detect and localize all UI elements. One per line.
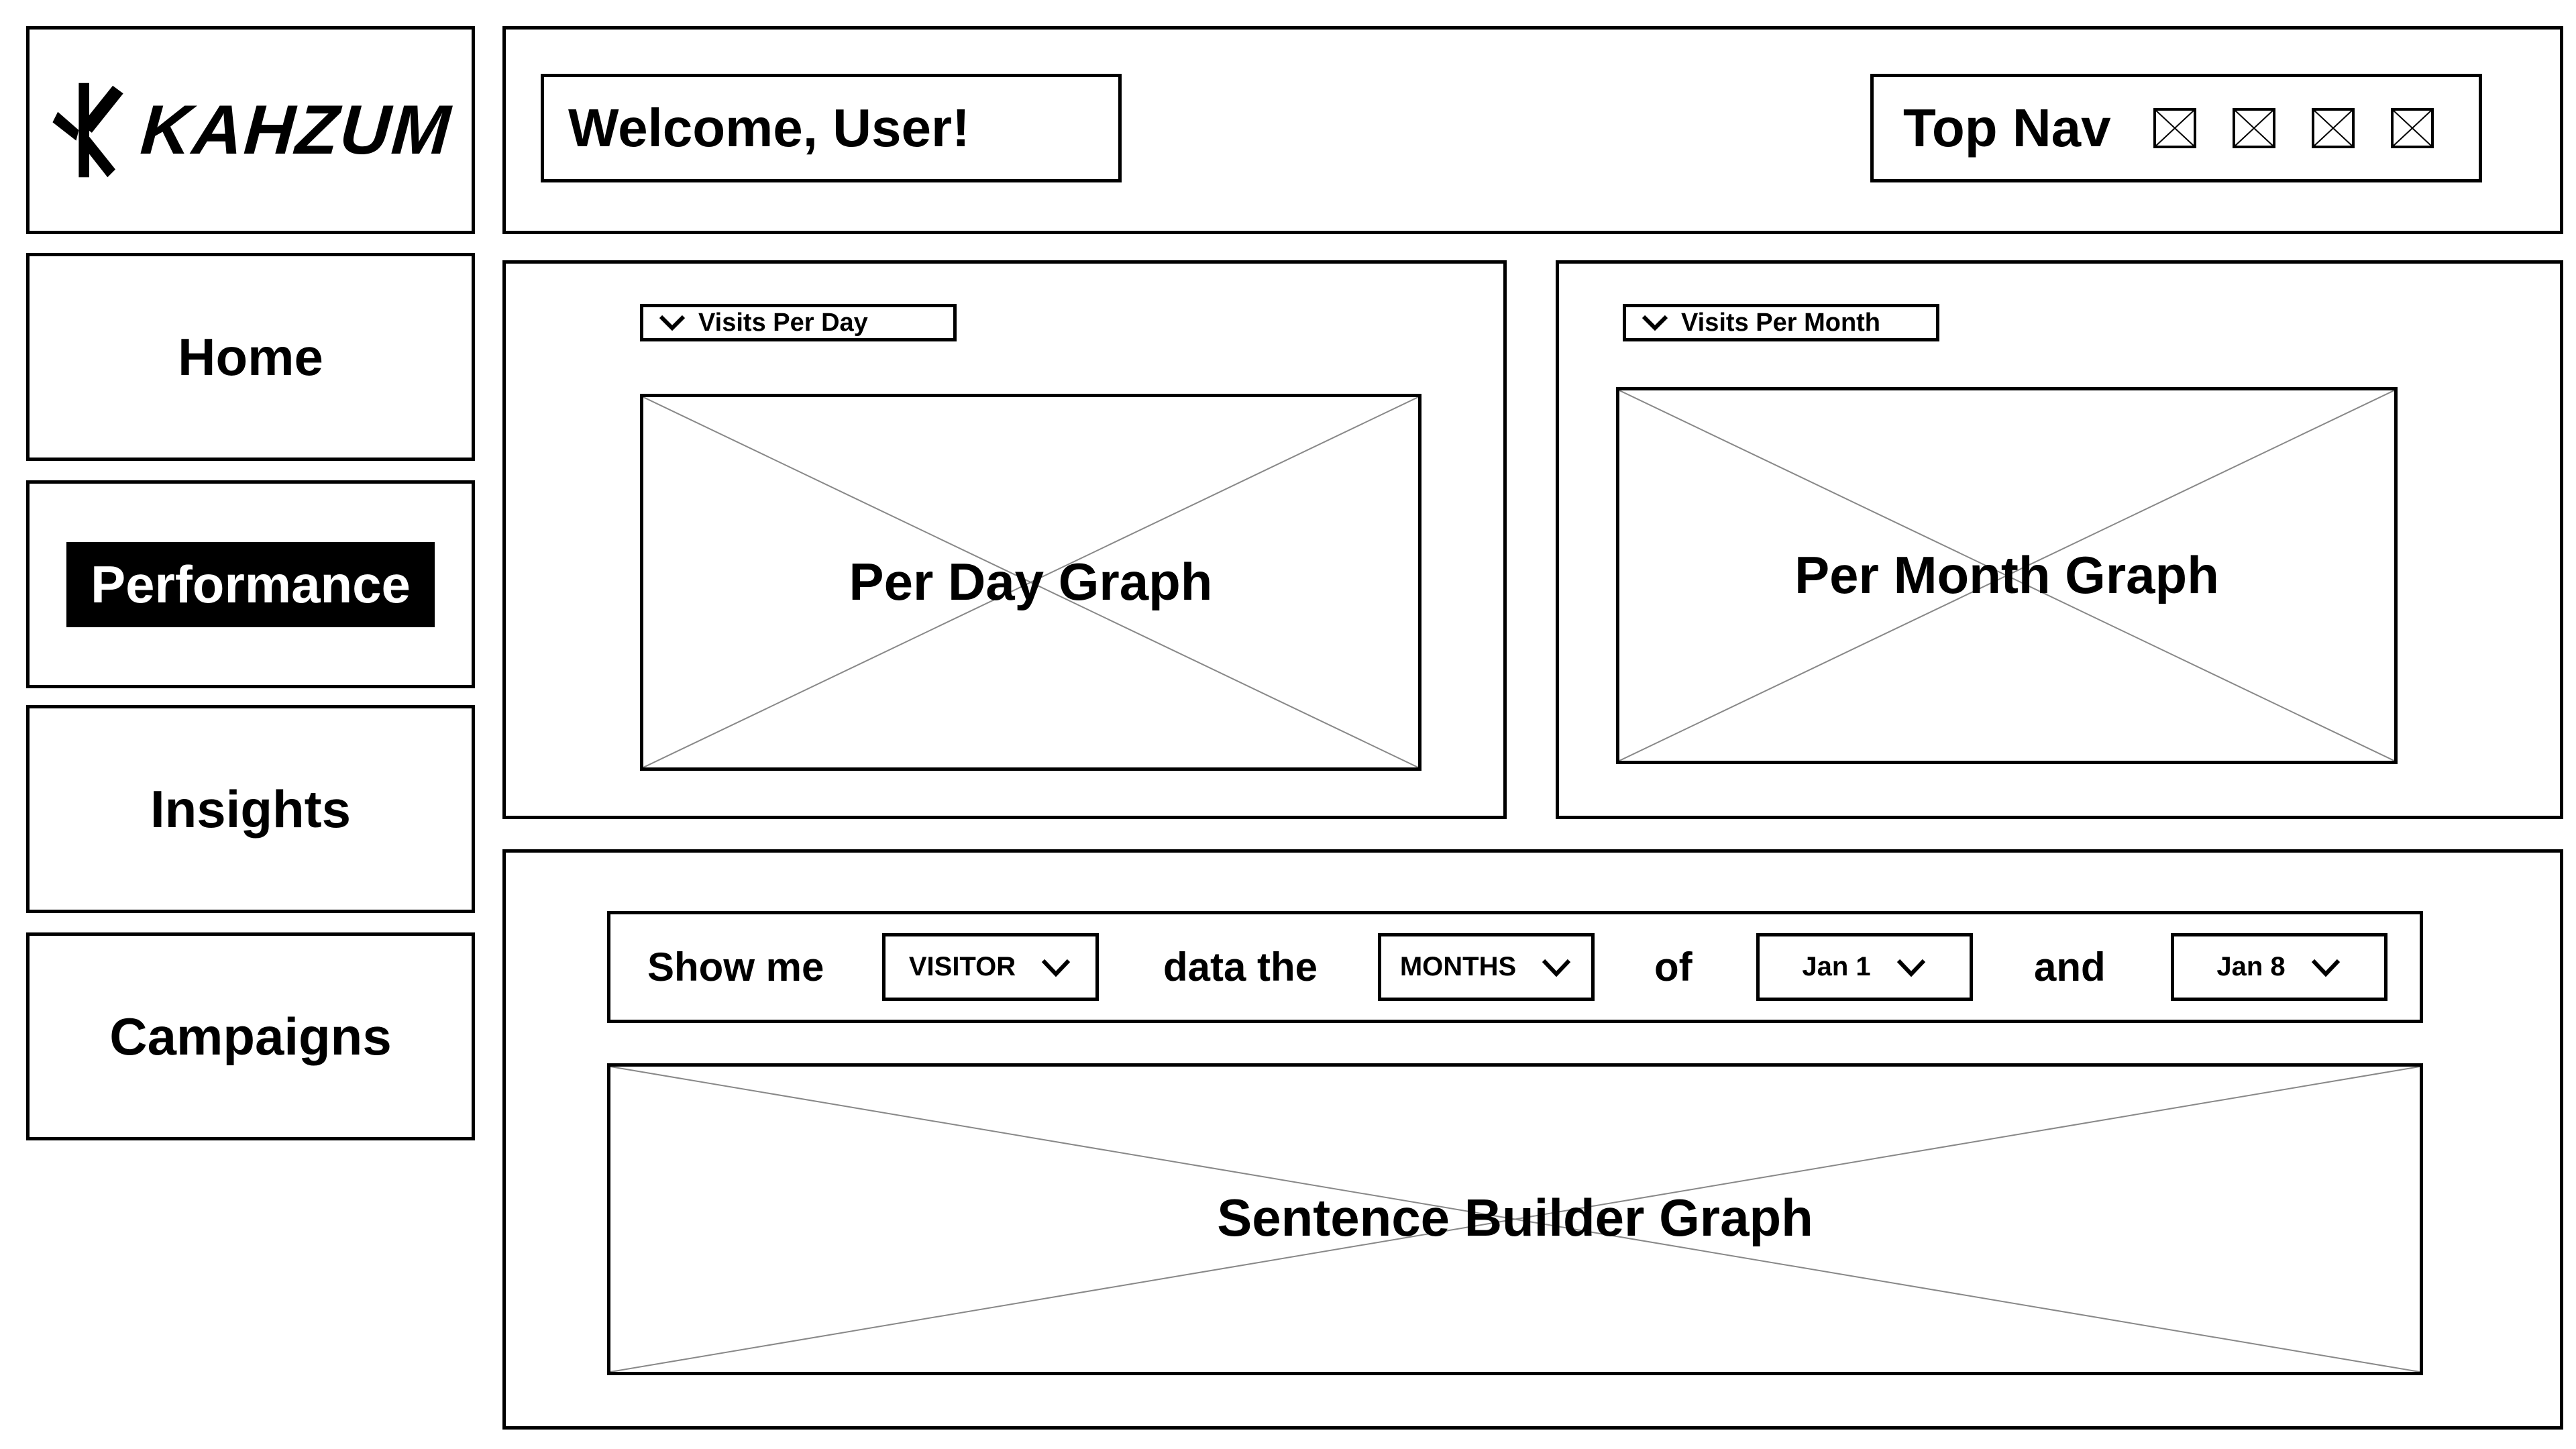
start-date-select[interactable]: Jan 1 (1756, 933, 1973, 1001)
dropdown-label: Visits Per Month (1681, 308, 1881, 337)
placeholder-icon[interactable] (2311, 107, 2355, 149)
select-value: MONTHS (1399, 952, 1517, 981)
sidebar-item-campaigns[interactable]: Campaigns (26, 932, 475, 1140)
chevron-down-icon (1041, 959, 1071, 977)
select-value: Jan 1 (1802, 952, 1871, 981)
sentence-word: data the (1163, 945, 1318, 989)
period-select[interactable]: MONTHS (1378, 933, 1595, 1001)
logo-box: KAHZUM (26, 26, 475, 234)
chevron-down-icon (1642, 315, 1668, 331)
per-day-panel: Visits Per Day Per Day Graph (502, 260, 1507, 819)
placeholder-cross (1619, 390, 2394, 761)
sentence-builder-graph: Sentence Builder Graph (607, 1063, 2423, 1375)
kahzum-logo-icon (52, 83, 123, 178)
graph-label: Per Day Graph (849, 552, 1213, 611)
visits-per-day-dropdown[interactable]: Visits Per Day (640, 304, 957, 341)
sentence-word: of (1654, 945, 1693, 989)
placeholder-cross (643, 397, 1418, 767)
sidebar-item-insights[interactable]: Insights (26, 705, 475, 913)
visits-per-month-dropdown[interactable]: Visits Per Month (1623, 304, 1939, 341)
placeholder-icon[interactable] (2232, 107, 2276, 149)
placeholder-icon[interactable] (2153, 107, 2197, 149)
sidebar-item-label: Home (178, 327, 323, 386)
chevron-down-icon (1542, 959, 1571, 977)
sentence-builder-panel: Show me VISITOR data the MONTHS of Jan 1… (502, 849, 2563, 1430)
top-nav: Top Nav (1870, 74, 2482, 182)
brand-logo[interactable]: KAHZUM (50, 78, 454, 182)
sidebar-item-home[interactable]: Home (26, 253, 475, 461)
chevron-down-icon (1896, 959, 1925, 977)
sidebar-item-performance[interactable]: Performance (26, 480, 475, 688)
placeholder-cross (610, 1067, 2420, 1372)
sidebar-item-label: Campaigns (109, 1006, 392, 1066)
per-month-graph: Per Month Graph (1616, 387, 2398, 764)
end-date-select[interactable]: Jan 8 (2171, 933, 2387, 1001)
select-value: VISITOR (908, 952, 1016, 981)
dropdown-label: Visits Per Day (698, 308, 868, 337)
sidebar-item-label: Insights (150, 779, 351, 839)
header: Welcome, User! Top Nav (502, 26, 2563, 234)
select-value: Jan 8 (2216, 952, 2286, 981)
graph-label: Per Month Graph (1794, 545, 2219, 604)
sentence-word: and (2034, 945, 2106, 989)
entity-select[interactable]: VISITOR (882, 933, 1099, 1001)
per-month-panel: Visits Per Month Per Month Graph (1556, 260, 2563, 819)
chevron-down-icon (2311, 959, 2340, 977)
sentence-builder-bar: Show me VISITOR data the MONTHS of Jan 1… (607, 911, 2423, 1023)
top-nav-label: Top Nav (1903, 98, 2111, 158)
brand-name: KAHZUM (138, 91, 454, 169)
sidebar-item-label: Performance (66, 541, 435, 627)
per-day-graph: Per Day Graph (640, 394, 1421, 771)
welcome-message: Welcome, User! (541, 74, 1122, 182)
graph-label: Sentence Builder Graph (1217, 1188, 1813, 1247)
placeholder-icon[interactable] (2390, 107, 2434, 149)
chevron-down-icon (659, 315, 686, 331)
sentence-word: Show me (647, 945, 824, 989)
